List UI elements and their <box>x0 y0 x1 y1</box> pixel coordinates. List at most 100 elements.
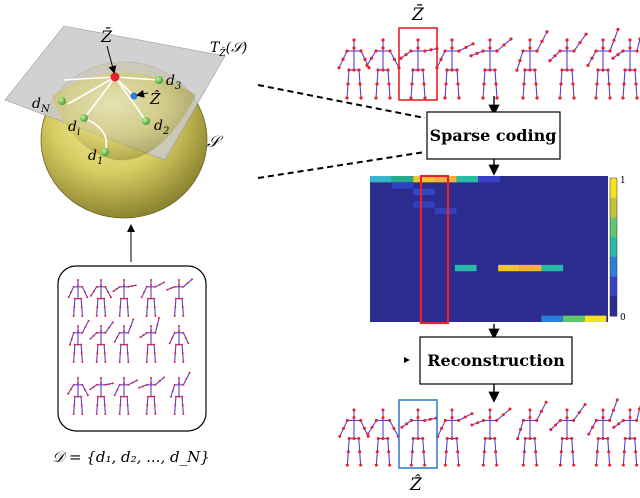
skeleton-figure <box>470 407 512 467</box>
skeleton-figure <box>139 316 161 363</box>
skeleton-figure <box>166 278 194 317</box>
recon-point <box>130 92 138 100</box>
mean-point <box>110 72 120 82</box>
heatmap-cell <box>454 264 477 272</box>
atom-point-1 <box>101 148 109 156</box>
heatmap-cell <box>541 264 564 272</box>
skeleton-figure <box>113 377 139 415</box>
reconstruction-box <box>419 336 573 385</box>
heatmap-cell <box>456 176 479 183</box>
manifold-sphere-group: Z̄ Ẑ̄ d3 d2 d1 di dN 𝒮 TZ̄(𝒮) <box>4 25 247 219</box>
sparse-coding-label: Sparse coding <box>430 126 557 145</box>
skeleton-figure <box>365 38 401 100</box>
output-sequence <box>338 398 640 467</box>
sparse-coding-box <box>426 111 561 160</box>
skeleton-figure <box>138 376 166 415</box>
skeleton-figure <box>140 279 166 317</box>
recon-pointer <box>136 89 149 98</box>
atom-point-n <box>58 97 66 105</box>
input-highlight-frame <box>398 27 438 101</box>
dictionary-panel: 𝒟 = {d₁, d₂, ..., d_N} <box>52 265 210 466</box>
skeleton-figure <box>67 377 89 415</box>
heatmap-cell <box>498 264 520 272</box>
heatmap-background <box>370 176 608 322</box>
heatmap-cell <box>478 176 500 183</box>
skeleton-figure <box>399 38 439 100</box>
heatmap-cell <box>391 176 414 183</box>
heatmap-cell <box>370 176 392 183</box>
atom-label-2: d2 <box>154 118 169 137</box>
skeleton-figure <box>611 36 640 100</box>
colorbar-max-label: 1 <box>620 176 626 186</box>
skeleton-figure <box>337 38 371 100</box>
skeleton-figure <box>436 408 474 467</box>
atom-label-1: d1 <box>88 148 103 167</box>
skeleton-figure <box>338 408 370 467</box>
skeleton-figure <box>89 321 114 363</box>
mean-label: Z̄ <box>100 25 113 46</box>
atom-point-2 <box>142 117 150 125</box>
skeleton-figure <box>67 279 89 317</box>
atom-label-i: di <box>68 119 80 138</box>
sparse-code-heatmap <box>370 174 608 325</box>
heatmap-cell <box>413 176 435 183</box>
dictionary-frame <box>57 265 207 432</box>
skeleton-figure <box>516 400 548 467</box>
heatmap-cell <box>391 182 414 189</box>
output-highlight-frame <box>398 399 438 469</box>
heatmap-cell <box>434 176 457 183</box>
sphere-cap <box>52 72 196 161</box>
dashed-connector-bottom <box>257 151 426 179</box>
output-sequence-label: Ẑ̄ <box>409 474 423 495</box>
heatmap-cell <box>584 315 607 322</box>
heatmap-cell <box>413 201 435 208</box>
colorbar-segment <box>610 256 617 278</box>
atom-point-i <box>80 114 88 122</box>
atom-point-3 <box>155 76 163 84</box>
colorbar-segment <box>610 217 617 238</box>
input-sequence-label: Z̄ <box>411 3 425 25</box>
skeleton-figure <box>586 27 620 100</box>
skeleton-figure <box>435 38 475 100</box>
recon-label: Ẑ̄ <box>149 90 161 108</box>
colorbar-segment <box>610 296 617 317</box>
colorbar-segment <box>610 197 617 218</box>
skeleton-figure <box>469 37 513 100</box>
skeleton-figure <box>89 377 114 415</box>
skeleton-figure <box>400 408 438 467</box>
skeleton-figure <box>366 408 400 467</box>
skeleton-figure <box>113 318 135 363</box>
skeleton-figure <box>112 279 137 317</box>
skeleton-figure <box>612 404 640 467</box>
heatmap-cell <box>563 315 585 322</box>
skeleton-figure <box>168 325 190 363</box>
heatmap-column-highlight <box>419 174 450 325</box>
colorbar-segment <box>610 237 617 258</box>
colorbar-frame <box>609 177 618 317</box>
heatmap-cell <box>519 264 542 272</box>
heatmap-cell <box>413 188 435 196</box>
skeleton-figure <box>515 30 549 100</box>
heatmap-colorbar <box>609 177 618 317</box>
manifold-label: 𝒮 <box>207 132 224 151</box>
skeleton-figure <box>549 402 587 467</box>
colorbar-segment <box>610 178 617 199</box>
colorbar-min-label: 0 <box>620 313 626 323</box>
heatmap-cell <box>434 207 457 215</box>
skeleton-figure <box>587 398 619 467</box>
mean-pointer <box>106 45 117 74</box>
skeleton-figure <box>169 371 191 415</box>
skeleton-figure <box>548 32 588 100</box>
atom-label-3: d3 <box>166 73 181 92</box>
colorbar-segment <box>610 276 617 297</box>
dashed-connector-top <box>257 84 426 119</box>
skeleton-figure <box>68 319 90 363</box>
skeleton-figure <box>90 279 112 317</box>
tangent-label: TZ̄(𝒮) <box>210 40 247 59</box>
reconstruction-label: Reconstruction <box>427 351 565 370</box>
dictionary-skeletons <box>67 278 194 415</box>
atom-label-n: dN <box>32 96 51 115</box>
reconstruction-input-marker <box>404 357 410 363</box>
heatmap-cell <box>541 315 564 322</box>
